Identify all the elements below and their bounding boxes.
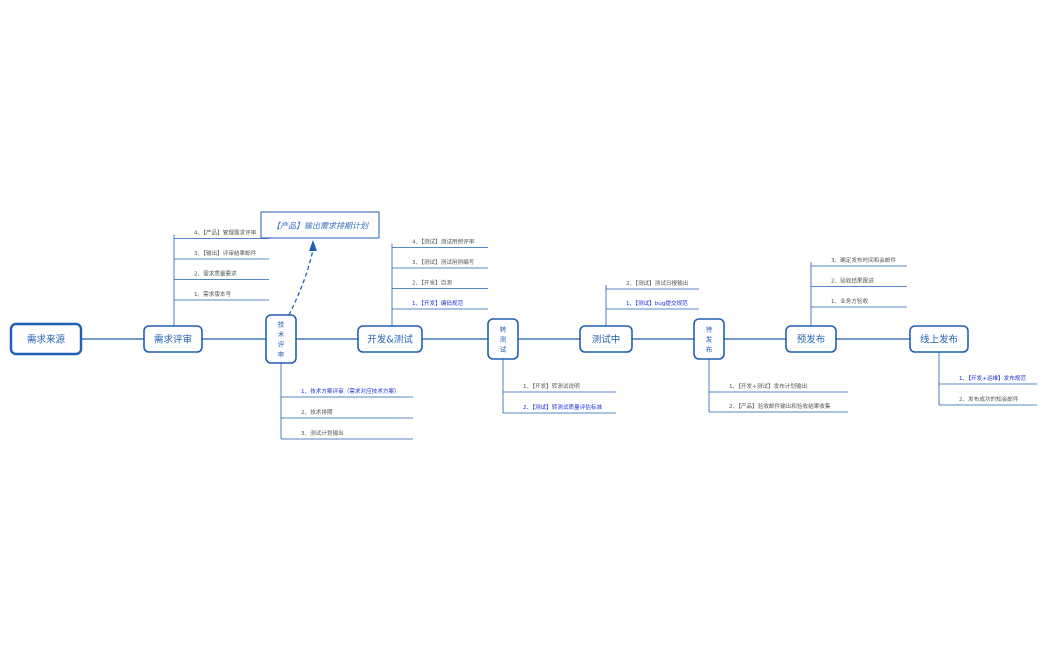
node-label: 线上发布 xyxy=(920,333,958,345)
branch-lines: 1、需求版本号2、需求质量要求3、【输出】评审结果邮件4、【产品】管理需求评审1… xyxy=(173,229,1037,440)
callout-label: 【产品】输出需求排期计划 xyxy=(272,222,369,231)
node-label: 预发布 xyxy=(797,333,826,345)
node-label: 术 xyxy=(278,329,285,338)
node-label: 需求评审 xyxy=(154,333,192,345)
branch-item: 3、确定发布时间和会邮件 xyxy=(831,256,896,264)
node-box xyxy=(357,325,423,353)
branch-item: 2、【测试】测试日报输出 xyxy=(626,279,688,287)
callout-box xyxy=(260,211,380,239)
node-box xyxy=(909,325,969,353)
node-box xyxy=(265,314,297,364)
node-n0[interactable]: 需求来源 xyxy=(9,322,83,356)
branch-item: 2、【测试】转测试质量评估标准 xyxy=(523,403,602,411)
branch-item: 1、【测试】bug提交规范 xyxy=(626,299,688,307)
node-box xyxy=(143,325,203,353)
branch-n4: 1、【开发】转测试说明 2、【测试】转测试质量评估标准 xyxy=(502,359,616,414)
node-n8[interactable]: 线上发布 xyxy=(909,325,969,353)
branch-item: 2、验收结果跟进 xyxy=(831,277,874,285)
branch-n2: 1、技术方案评审（需求对应技术方案） 2、技术排期 3、测试计划输出 xyxy=(280,363,413,440)
branch-n3: 1、【开发】编码规范 2、【开发】自测 3、【测试】测试用例编写 4、【测试】测试用例… xyxy=(391,238,488,326)
branch-n8: 1、【开发+运维】发布规范 2、发布成功的知会邮件 xyxy=(938,352,1037,406)
node-box xyxy=(487,318,519,360)
node-n3[interactable]: 开发&测试 xyxy=(357,325,423,353)
branch-item: 3、测试计划输出 xyxy=(301,429,344,437)
branch-item: 4、【产品】管理需求评审 xyxy=(194,229,257,237)
branch-item: 1、【开发+测试】发布计划输出 xyxy=(729,382,807,390)
branch-item: 2、需求质量要求 xyxy=(194,270,237,278)
node-n7[interactable]: 预发布 xyxy=(785,325,837,353)
branch-n7: 1、业务方验收 2、验收结果跟进 3、确定发布时间和会邮件 xyxy=(810,256,907,326)
floating-callout[interactable]: 【产品】输出需求排期计划 xyxy=(260,211,380,239)
node-label: 转 xyxy=(500,324,507,333)
branch-item: 2、技术排期 xyxy=(301,408,333,416)
branch-n6: 1、【开发+测试】发布计划输出 2、【产品】验收邮件输出和验收结果收集 xyxy=(708,359,848,413)
branch-item: 3、【输出】评审结果邮件 xyxy=(194,249,257,257)
node-box xyxy=(693,318,725,360)
node-label: 布 xyxy=(706,344,713,353)
node-label: 待 xyxy=(706,324,713,333)
branch-item: 1、业务方验收 xyxy=(831,297,869,305)
node-n6[interactable]: 待发布 xyxy=(693,318,725,360)
branch-item: 2、发布成功的知会邮件 xyxy=(959,395,1019,403)
node-box xyxy=(579,325,633,353)
branch-item: 4、【测试】测试用例评审 xyxy=(412,238,475,246)
node-box xyxy=(785,325,837,353)
node-n1[interactable]: 需求评审 xyxy=(143,325,203,353)
branch-item: 3、【测试】测试用例编写 xyxy=(412,258,475,266)
node-label: 试 xyxy=(500,344,507,353)
node-box xyxy=(9,322,83,356)
branch-n1: 1、需求版本号 2、需求质量要求 3、【输出】评审结果邮件 4、【产品】管理需求评审 xyxy=(173,229,269,326)
node-n4[interactable]: 转测试 xyxy=(487,318,519,360)
node-label: 测 xyxy=(500,335,507,343)
node-label: 发 xyxy=(706,334,713,343)
node-label: 审 xyxy=(278,349,285,358)
node-label: 测试中 xyxy=(592,333,621,345)
branch-item: 1、【开发】转测试说明 xyxy=(523,382,580,390)
branch-item: 1、需求版本号 xyxy=(194,290,232,298)
callout-arrow-line xyxy=(288,249,314,316)
node-label: 开发&测试 xyxy=(367,333,413,345)
branch-n5: 1、【测试】bug提交规范 2、【测试】测试日报输出 xyxy=(605,279,699,326)
node-label: 评 xyxy=(278,340,285,348)
branch-item: 1、【开发】编码规范 xyxy=(412,299,464,307)
branch-item: 2、【开发】自测 xyxy=(412,279,452,287)
branch-item: 1、技术方案评审（需求对应技术方案） xyxy=(301,387,400,395)
branch-item: 1、【开发+运维】发布规范 xyxy=(959,374,1026,382)
arrowhead-icon xyxy=(309,240,317,251)
node-label: 技 xyxy=(278,319,285,328)
floating-note: 【产品】输出需求排期计划 xyxy=(260,211,380,316)
node-label: 需求来源 xyxy=(27,333,66,345)
branch-item: 2、【产品】验收邮件输出和验收结果收集 xyxy=(729,402,831,410)
node-n5[interactable]: 测试中 xyxy=(579,325,633,353)
